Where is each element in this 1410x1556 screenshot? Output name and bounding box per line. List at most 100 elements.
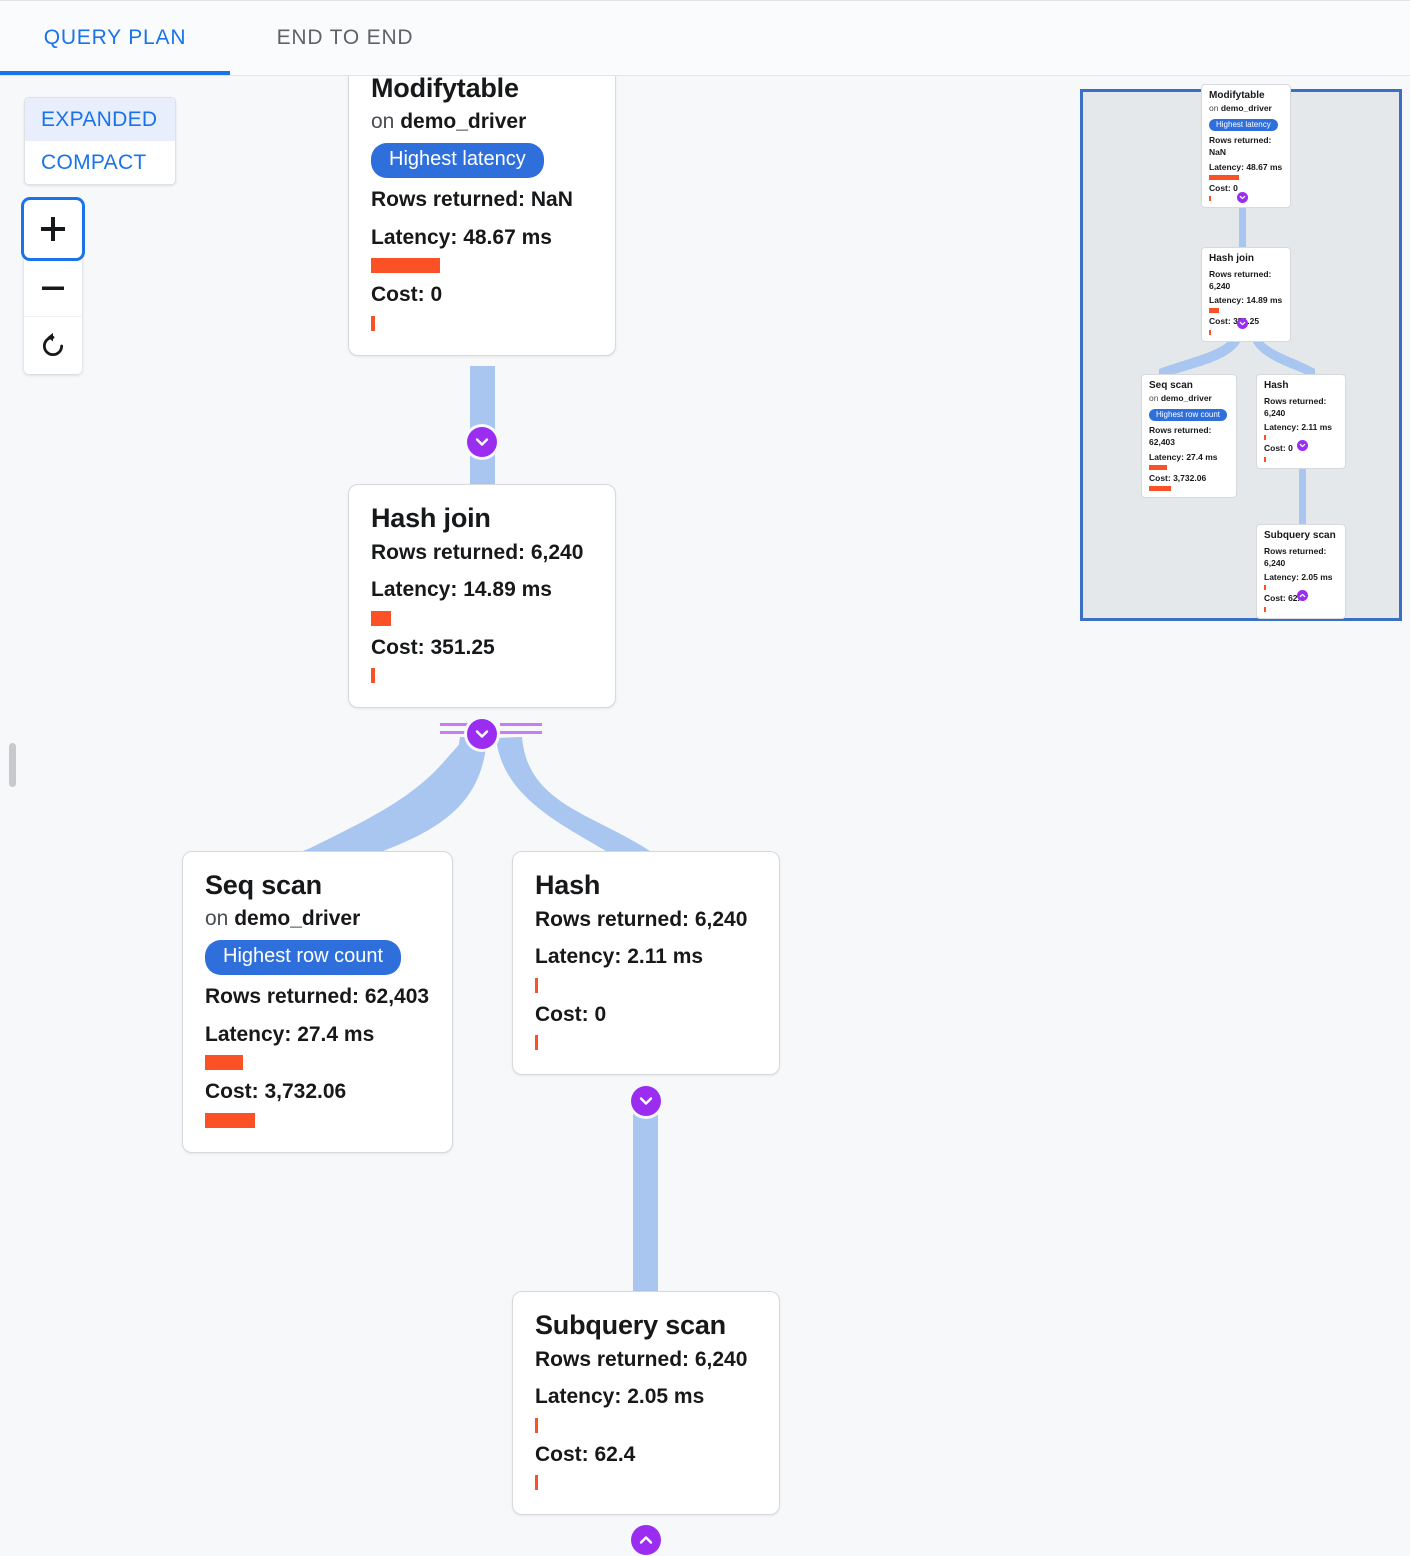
plan-node-seqscan[interactable]: Seq scan on demo_driver Highest row coun… — [182, 851, 453, 1153]
relation-name: demo_driver — [400, 109, 527, 133]
cost-bar — [535, 1475, 539, 1491]
chevron-up-icon — [1299, 593, 1306, 598]
expand-knob-subqueryscan[interactable] — [631, 1525, 661, 1555]
collapse-knob-hash[interactable] — [631, 1086, 661, 1116]
latency-bar — [535, 977, 539, 993]
cost-bar — [1264, 456, 1267, 462]
relation-prefix: on — [205, 906, 229, 930]
metric-latency: Latency: 48.67 ms — [1209, 161, 1283, 172]
chevron-down-icon — [639, 1097, 653, 1105]
node-relation: on demo_driver — [1149, 393, 1229, 404]
minimap-node-hash[interactable]: Hash Rows returned: 6,240 Latency: 2.11 … — [1256, 374, 1346, 469]
metric-latency: Latency: 14.89 ms — [371, 578, 552, 602]
cost-bar — [371, 315, 375, 331]
metric-cost: Cost: 0 — [535, 1002, 607, 1026]
plus-icon — [41, 217, 65, 241]
minimap-node-subqueryscan[interactable]: Subquery scan Rows returned: 6,240 Laten… — [1256, 524, 1346, 619]
metric-latency: Latency: 27.4 ms — [1149, 451, 1218, 462]
zoom-in-button[interactable] — [21, 197, 85, 261]
tab-end-to-end[interactable]: END TO END — [230, 1, 460, 75]
node-title: Modifytable — [371, 76, 519, 103]
metric-rows: Rows returned: 6,240 — [1264, 545, 1327, 568]
chevron-up-icon — [639, 1536, 653, 1544]
edge-hashjoin-seqscan — [285, 737, 487, 888]
plan-canvas[interactable]: EXPANDED COMPACT Modifytable on demo_ — [0, 76, 1410, 1556]
node-title: Seq scan — [1149, 380, 1193, 391]
plan-minimap[interactable]: Modifytable on demo_driver Highest laten… — [1080, 84, 1402, 621]
metric-cost: Cost: 3,732.06 — [205, 1080, 347, 1104]
node-title: Subquery scan — [535, 1310, 726, 1340]
plan-node-subqueryscan[interactable]: Subquery scan Rows returned: 6,240 Laten… — [512, 1291, 780, 1516]
relation-prefix: on — [1209, 102, 1219, 113]
minimap-knob-subqueryscan[interactable] — [1297, 590, 1308, 601]
minimap-knob-hashjoin[interactable] — [1237, 318, 1248, 329]
cost-bar — [371, 668, 375, 684]
zoom-reset-button[interactable] — [24, 316, 82, 374]
node-relation: on demo_driver — [371, 107, 593, 137]
node-relation: on demo_driver — [205, 904, 430, 934]
metric-cost: Cost: 3,732.06 — [1149, 473, 1207, 484]
chevron-down-icon — [475, 730, 489, 738]
status-badge: Highest row count — [205, 940, 402, 976]
chevron-down-icon — [1299, 443, 1306, 448]
metric-latency: Latency: 48.67 ms — [371, 225, 552, 249]
latency-bar — [371, 258, 440, 274]
cost-bar — [1264, 606, 1267, 612]
edge-hashjoin-seqscan-a — [292, 736, 468, 870]
collapse-knob-modifytable[interactable] — [467, 427, 497, 457]
mode-option-expanded[interactable]: EXPANDED — [25, 98, 175, 141]
node-title: Hash — [1264, 380, 1289, 391]
metric-latency: Latency: 27.4 ms — [205, 1022, 375, 1046]
plan-node-hashjoin[interactable]: Hash join Rows returned: 6,240 Latency: … — [348, 484, 616, 709]
chevron-down-icon — [1239, 321, 1246, 326]
minimap-knob-hash[interactable] — [1297, 440, 1308, 451]
plan-node-modifytable[interactable]: Modifytable on demo_driver Highest laten… — [348, 76, 616, 356]
node-title: Subquery scan — [1264, 530, 1336, 541]
metric-rows: Rows returned: 6,240 — [535, 907, 748, 931]
metric-cost: Cost: 351.25 — [1209, 316, 1260, 327]
reset-icon — [42, 332, 64, 356]
plan-node-hash[interactable]: Hash Rows returned: 6,240 Latency: 2.11 … — [512, 851, 780, 1076]
minimap-node-modifytable[interactable]: Modifytable on demo_driver Highest laten… — [1201, 84, 1291, 209]
minimap-node-hashjoin[interactable]: Hash join Rows returned: 6,240 Latency: … — [1201, 247, 1291, 342]
metric-latency: Latency: 2.05 ms — [535, 1385, 705, 1409]
metric-latency: Latency: 2.05 ms — [1264, 572, 1333, 583]
metric-cost: Cost: 0 — [1264, 443, 1293, 454]
cost-bar — [1209, 196, 1212, 202]
edge-hash-subqueryscan — [633, 1096, 658, 1316]
collapse-knob-hashjoin[interactable] — [467, 719, 497, 749]
node-title: Hash — [535, 870, 601, 900]
panel-resize-handle[interactable] — [9, 743, 16, 787]
latency-bar — [535, 1417, 539, 1433]
node-title: Hash join — [371, 503, 491, 533]
latency-bar — [1209, 308, 1220, 314]
metric-cost: Cost: 0 — [371, 283, 443, 307]
mode-option-compact[interactable]: COMPACT — [25, 141, 175, 184]
chevron-down-icon — [475, 438, 489, 446]
metric-cost: Cost: 0 — [1209, 183, 1238, 194]
metric-cost: Cost: 62.4 — [535, 1442, 636, 1466]
relation-prefix: on — [1149, 392, 1159, 403]
cost-bar — [1149, 486, 1172, 492]
metric-rows: Rows returned: 62,403 — [1149, 425, 1212, 448]
zoom-out-button[interactable] — [24, 258, 82, 316]
tab-query-plan[interactable]: QUERY PLAN — [0, 1, 230, 75]
node-relation: on demo_driver — [1209, 103, 1283, 114]
chevron-down-icon — [1239, 195, 1246, 200]
minimap-knob-modifytable[interactable] — [1237, 192, 1248, 203]
cost-bar — [1209, 329, 1212, 335]
metric-rows: Rows returned: 6,240 — [371, 540, 584, 564]
metric-latency: Latency: 2.11 ms — [1264, 422, 1333, 433]
tab-bar: QUERY PLAN END TO END — [0, 0, 1410, 76]
latency-bar — [205, 1055, 244, 1071]
latency-bar — [1209, 175, 1239, 181]
minimap-node-seqscan[interactable]: Seq scan on demo_driver Highest row coun… — [1141, 374, 1237, 499]
relation-prefix: on — [371, 109, 395, 133]
cost-bar — [535, 1035, 539, 1051]
metric-rows: Rows returned: 6,240 — [1209, 268, 1272, 291]
relation-name: demo_driver — [1160, 392, 1212, 403]
relation-name: demo_driver — [234, 906, 361, 930]
mini-edge-modifytable-hashjoin — [1239, 198, 1246, 255]
latency-bar — [371, 610, 391, 626]
status-badge: Highest latency — [371, 143, 544, 179]
